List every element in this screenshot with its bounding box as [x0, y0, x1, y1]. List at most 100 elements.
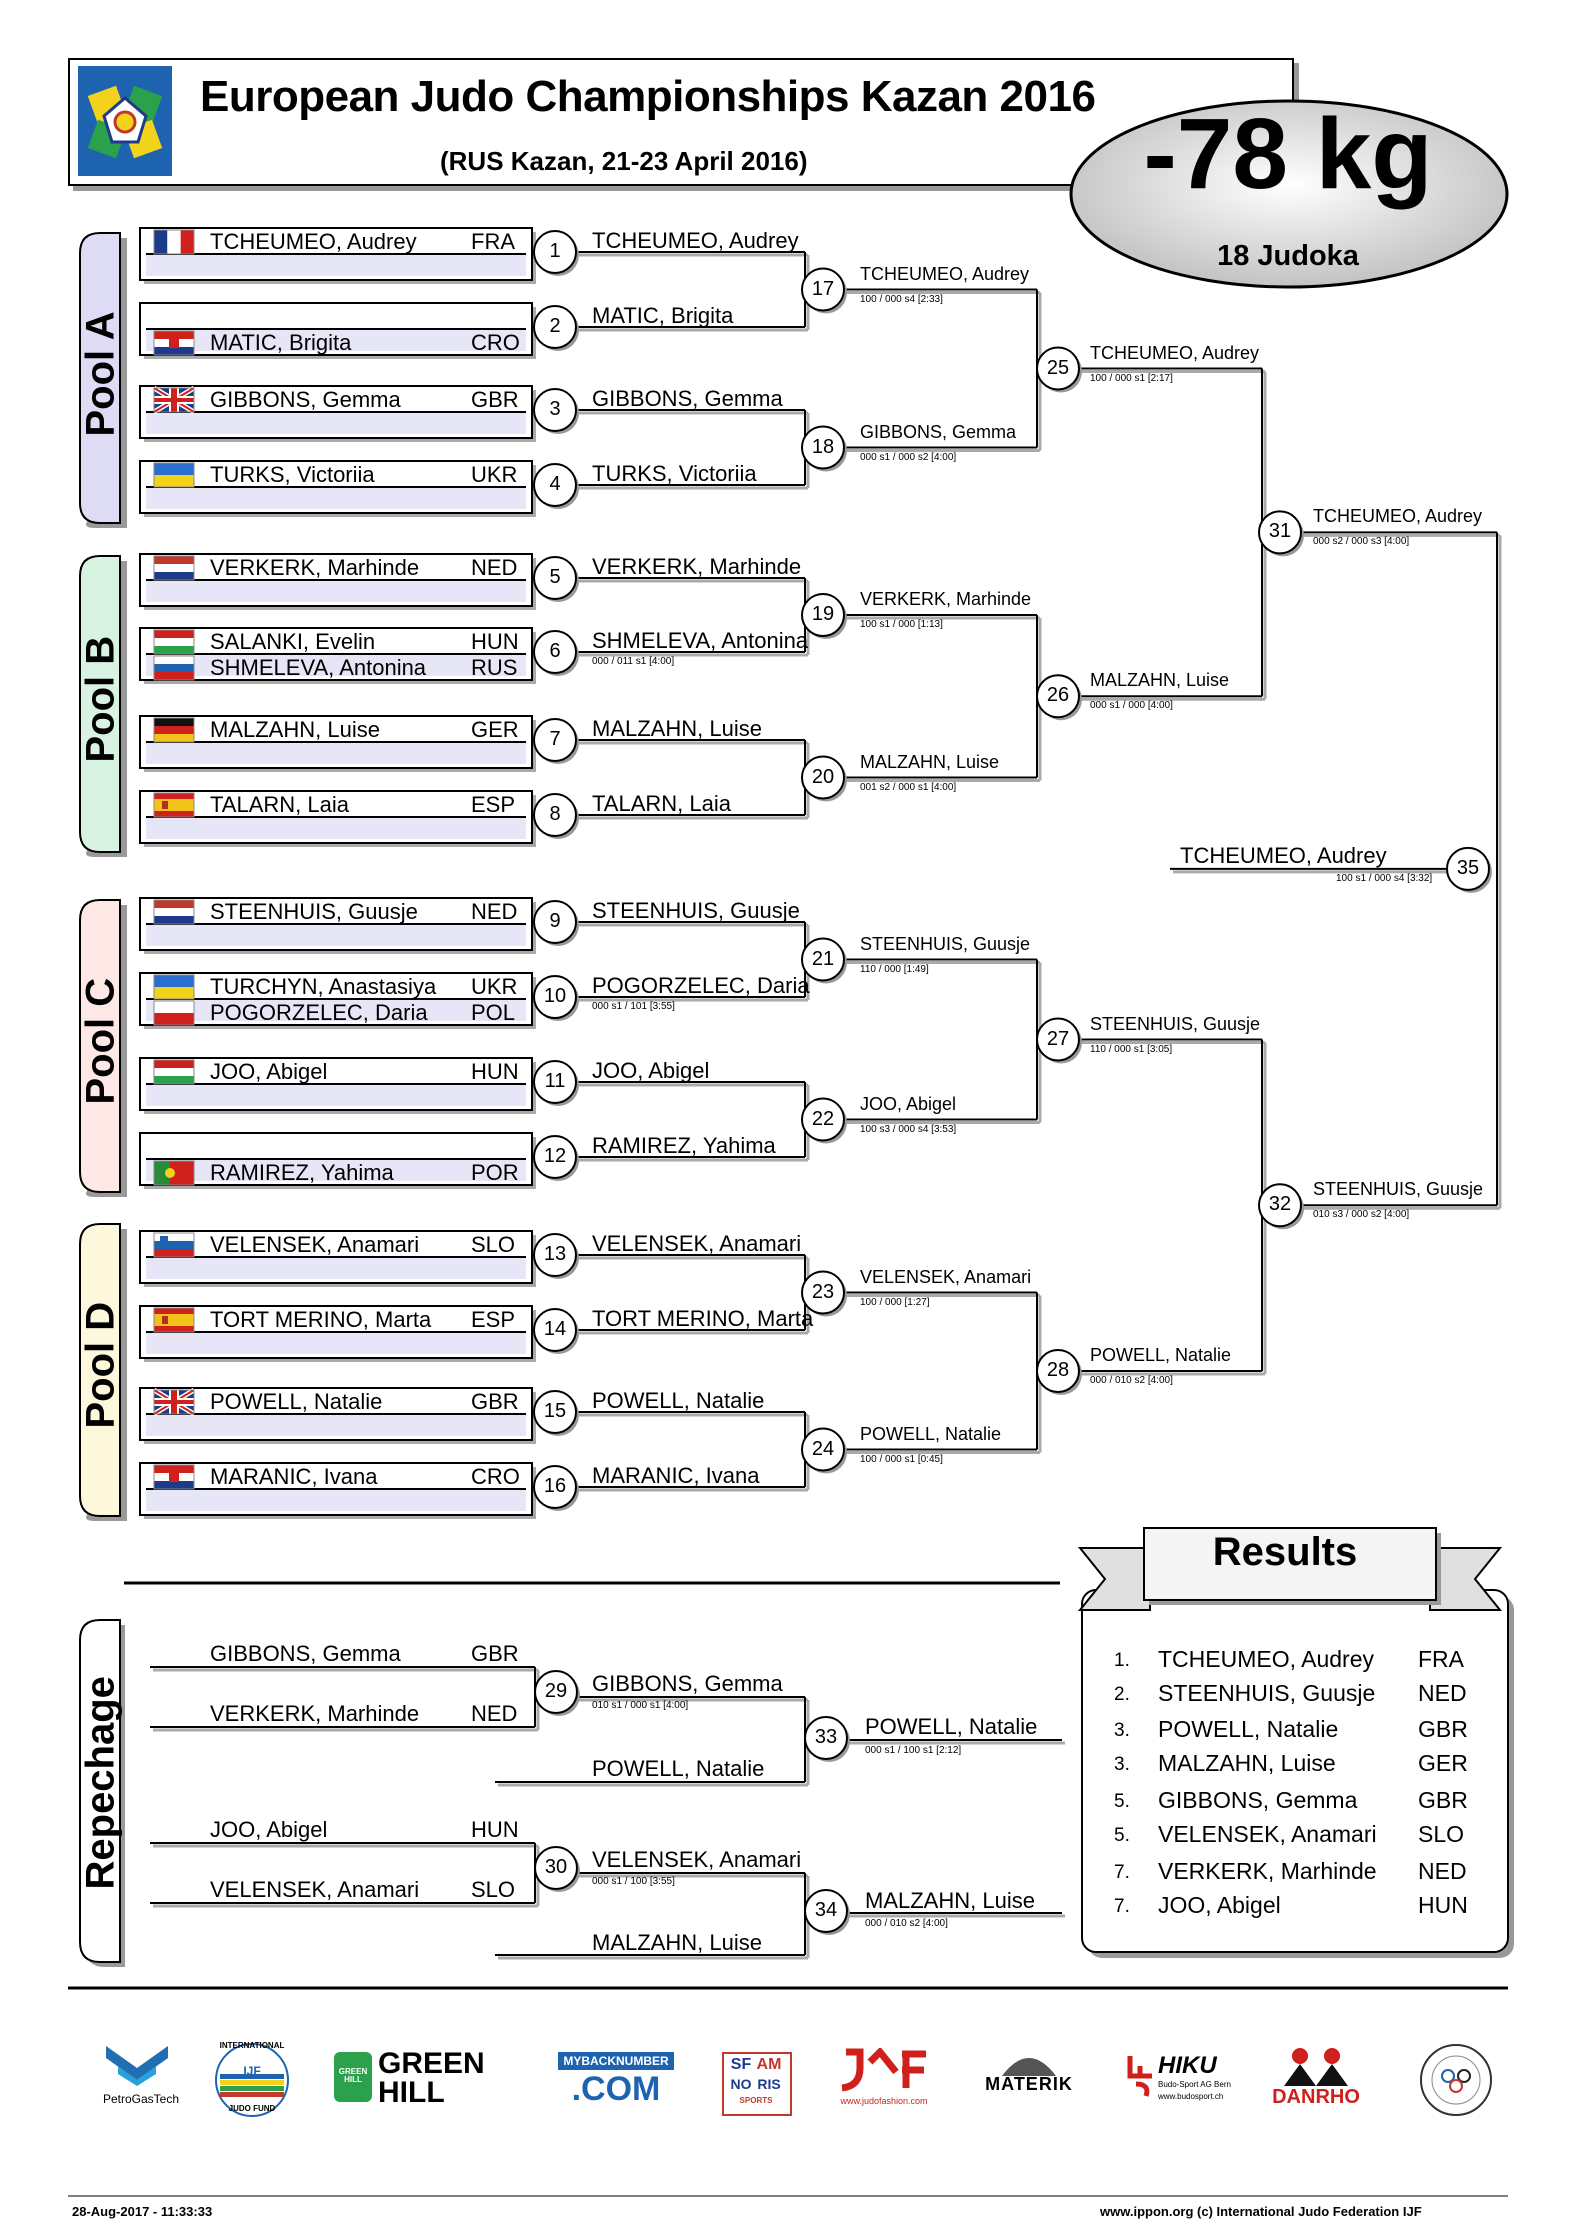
- entrant-stripe: [146, 924, 526, 946]
- match-number-circle: [534, 1670, 578, 1714]
- repechage-country: HUN: [471, 1817, 519, 1842]
- sfam-part3: NO: [730, 2076, 752, 2092]
- round1-winner: GIBBONS, Gemma: [592, 386, 783, 411]
- match-number-circle: [533, 556, 577, 600]
- result-rank: 2.: [1114, 1684, 1130, 1705]
- results-ribbon-left: [1077, 1547, 1151, 1611]
- repechage-label: Repechage: [78, 1676, 123, 1890]
- eju-logo: [78, 66, 172, 176]
- match-number-circle: [533, 793, 577, 837]
- entrant-country: GBR: [471, 387, 519, 412]
- match-number-circle: [1036, 1017, 1080, 1062]
- entrant-name: GIBBONS, Gemma: [210, 387, 401, 412]
- round1-winner: POWELL, Natalie: [592, 1388, 765, 1413]
- pool-tab: [79, 899, 121, 1193]
- match-number-circle: [1036, 346, 1080, 391]
- match-number: 2: [549, 315, 561, 337]
- result-name: MALZAHN, Luise: [1158, 1750, 1336, 1776]
- entrant-stripe: [146, 742, 526, 764]
- entrant-country: NED: [471, 899, 518, 924]
- result-name: VERKERK, Marhinde: [1158, 1858, 1377, 1884]
- result-rank: 3.: [1114, 1720, 1130, 1741]
- match-number-circle: [801, 425, 845, 470]
- match-number-circle: [533, 975, 577, 1019]
- entrant-name: MATIC, Brigita: [210, 330, 352, 355]
- page-title: European Judo Championships Kazan 2016: [200, 72, 1096, 121]
- match-number: 19: [811, 603, 835, 625]
- entrant-name: TALARN, Laia: [210, 792, 349, 817]
- match-number: 21: [811, 947, 835, 970]
- round2-winner: POWELL, Natalie: [860, 1423, 1002, 1444]
- match-number: 35: [1456, 856, 1480, 879]
- match-number-circle: [533, 630, 577, 674]
- entrant-name: SHMELEVA, Antonina: [210, 655, 427, 680]
- entrant-country: POR: [471, 1160, 519, 1185]
- greenhill-label: GREEN HILL: [378, 2047, 485, 2109]
- sfam-part5: SPORTS: [739, 2096, 773, 2105]
- flag-rus-icon: [153, 655, 195, 681]
- match-number-circle: [1446, 846, 1490, 891]
- match-number-circle: [801, 593, 845, 637]
- round2-score: 100 s1 / 000 [1:13]: [860, 619, 943, 630]
- match-number-circle: [804, 1716, 848, 1760]
- entrant-stripe: [146, 1159, 526, 1181]
- entrant-stripe: [146, 1257, 526, 1279]
- entrant-stripe: [146, 412, 526, 434]
- match-number: 33: [814, 1726, 838, 1748]
- match-number: 10: [543, 985, 567, 1007]
- flag-pol-icon: [153, 1000, 195, 1026]
- flag-ukr-icon: [153, 462, 195, 488]
- danrho-logo: [1284, 2048, 1348, 2086]
- match-number-circle: [533, 1060, 577, 1104]
- result-rank: 3.: [1114, 1754, 1130, 1775]
- entrant-stripe: [146, 254, 526, 276]
- round2-score: 001 s2 / 000 s1 [4:00]: [860, 781, 957, 793]
- round2-score: 100 / 000 [1:27]: [860, 1296, 930, 1308]
- match-number-circle: [801, 937, 845, 982]
- match-number-circle: [801, 1097, 845, 1142]
- entrant-name: TORT MERINO, Marta: [210, 1307, 432, 1332]
- repechage-score: 010 s1 / 000 s1 [4:00]: [592, 1700, 689, 1711]
- footer-copyright: www.ippon.org (c) International Judo Fed…: [1100, 2204, 1422, 2219]
- round2-winner: MALZAHN, Luise: [860, 751, 1000, 772]
- result-rank: 7.: [1114, 1896, 1130, 1917]
- repechage-entrant: GIBBONS, Gemma: [210, 1641, 401, 1666]
- match-number-circle: [804, 1889, 848, 1933]
- round3-winner: POWELL, Natalie: [1090, 1345, 1232, 1365]
- hiku-sub2: www.budosport.ch: [1158, 2092, 1224, 2101]
- match-number: 13: [543, 1243, 567, 1265]
- round1-winner: TALARN, Laia: [592, 791, 731, 816]
- semi-winner: TCHEUMEO, Audrey: [1313, 506, 1483, 527]
- entrant-country: UKR: [471, 462, 518, 487]
- sfam-part4: RIS: [757, 2076, 781, 2092]
- match-number-circle: [533, 230, 577, 274]
- entrant-country: HUN: [471, 1059, 519, 1084]
- match-number: 28: [1046, 1359, 1070, 1381]
- round1-score: 000 / 011 s1 [4:00]: [592, 656, 675, 667]
- entrant-stripe: [146, 817, 526, 839]
- round2-score: 100 s3 / 000 s4 [3:53]: [860, 1123, 957, 1135]
- flag-cro-icon: [153, 330, 195, 356]
- ijf-fund-bottom: JUDO FUND: [228, 2104, 276, 2113]
- petrogastech-label: PetroGasTech: [102, 2092, 180, 2106]
- match-number: 12: [543, 1145, 567, 1167]
- match-number: 4: [549, 473, 561, 495]
- round2-winner: JOO, Abigel: [860, 1093, 957, 1114]
- repechage-entrant: MALZAHN, Luise: [592, 1930, 762, 1955]
- round1-winner: MATIC, Brigita: [592, 303, 734, 328]
- flag-ned-icon: [153, 555, 195, 581]
- round1-winner: TURKS, Victoriia: [592, 461, 757, 486]
- judofashion-logo: [841, 2048, 926, 2092]
- entrant-name: MARANIC, Ivana: [210, 1464, 378, 1489]
- match-number: 22: [811, 1107, 835, 1130]
- result-rank: 1.: [1114, 1650, 1130, 1671]
- round1-winner: VERKERK, Marhinde: [592, 554, 802, 579]
- round3-score: 000 / 010 s2 [4:00]: [1090, 1375, 1173, 1386]
- result-country: HUN: [1418, 1892, 1468, 1918]
- entrant-name: TURCHYN, Anastasiya: [210, 974, 437, 999]
- round2-score: 000 s1 / 000 s2 [4:00]: [860, 451, 957, 463]
- entrant-name: STEENHUIS, Guusje: [210, 899, 418, 924]
- entrant-country: GER: [471, 717, 519, 742]
- round2-winner: TCHEUMEO, Audrey: [860, 263, 1030, 284]
